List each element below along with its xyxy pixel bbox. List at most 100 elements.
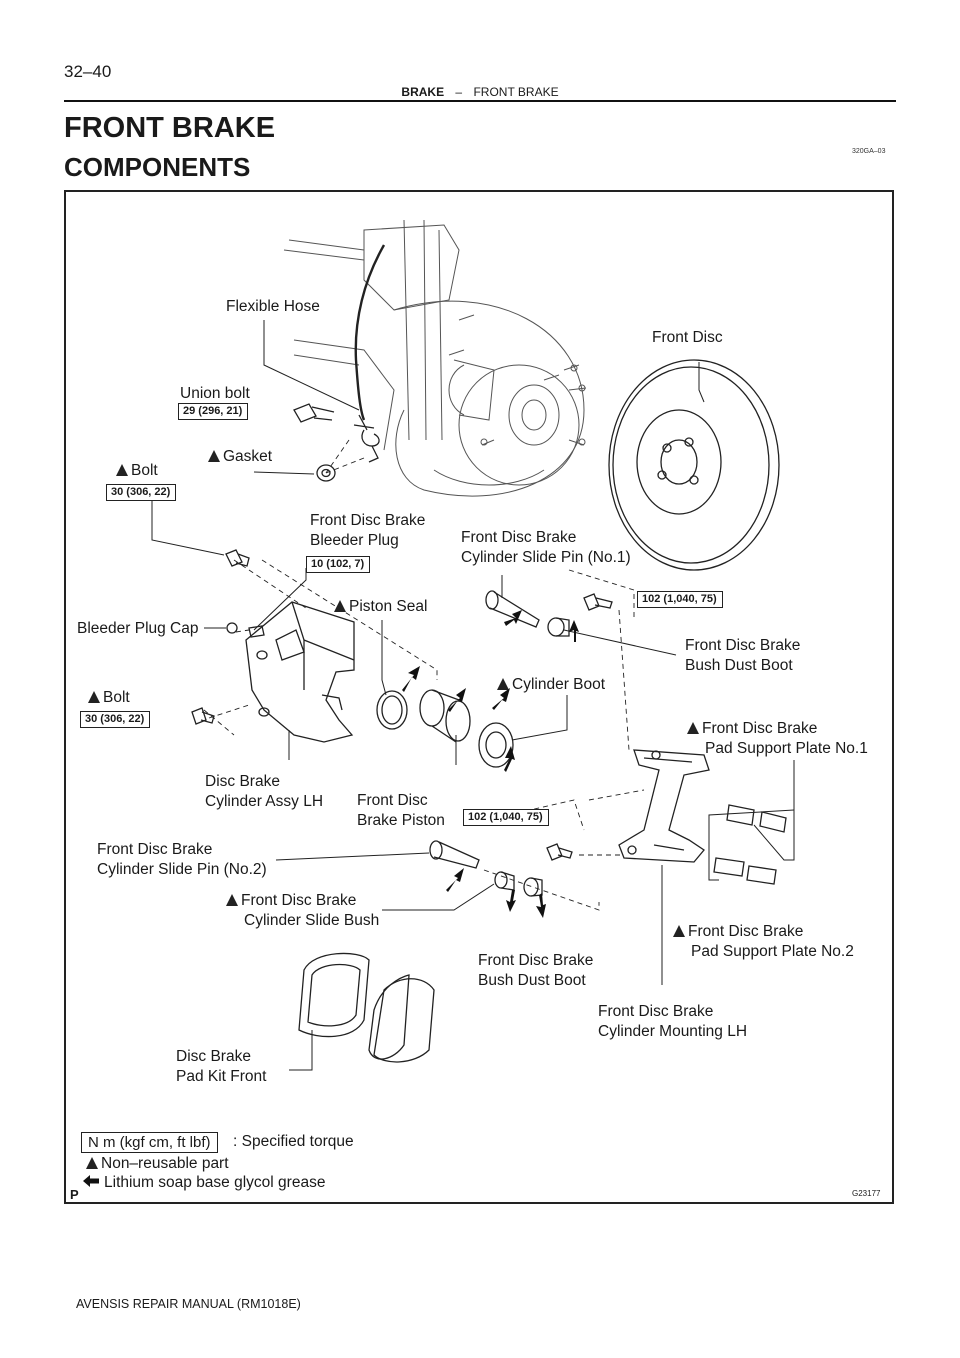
non-reusable-icon xyxy=(497,678,509,690)
label-cylinder-mounting-line1: Front Disc Brake xyxy=(598,1003,714,1020)
legend-non-reusable-text: Non–reusable part xyxy=(101,1155,229,1172)
label-piston-seal: Piston Seal xyxy=(334,597,427,617)
label-gasket-text: Gasket xyxy=(223,448,273,465)
label-slide-bush: Front Disc Brake Cylinder Slide Bush xyxy=(226,891,379,931)
non-reusable-icon xyxy=(116,464,128,476)
label-bleeder-plug: Front Disc Brake Bleeder Plug xyxy=(310,511,425,551)
flexible-hose-drawing xyxy=(354,244,386,421)
non-reusable-icon xyxy=(334,600,346,612)
knuckle-hub-drawing xyxy=(283,219,587,497)
label-pad-kit-line1: Disc Brake xyxy=(176,1048,251,1065)
torque-bolt-mid: 30 (306, 22) xyxy=(80,711,151,728)
label-bush-dust-boot-lower-line1: Front Disc Brake xyxy=(478,952,594,969)
grease-arrow-icon xyxy=(83,1175,99,1187)
label-slide-pin-2: Front Disc Brake Cylinder Slide Pin (No.… xyxy=(97,840,267,880)
torque-union-bolt: 29 (296, 21) xyxy=(178,403,249,420)
brake-pads-drawing xyxy=(298,952,435,1063)
label-cylinder-assy: Disc Brake Cylinder Assy LH xyxy=(205,772,323,812)
label-piston-line1: Front Disc xyxy=(357,792,428,809)
non-reusable-icon xyxy=(208,450,220,462)
non-reusable-icon xyxy=(673,925,685,937)
label-bush-dust-boot-upper: Front Disc Brake Bush Dust Boot xyxy=(685,636,800,676)
document-reference: 320GA–03 xyxy=(852,148,886,155)
label-piston-seal-text: Piston Seal xyxy=(349,598,428,615)
header-rule xyxy=(64,100,896,102)
label-slide-pin-1-line1: Front Disc Brake xyxy=(461,529,577,546)
label-bleeder-plug-cap: Bleeder Plug Cap xyxy=(77,620,199,637)
torque-bolt-top: 30 (306, 22) xyxy=(106,484,177,501)
torque-mounting-lower: 102 (1,040, 75) xyxy=(463,809,549,826)
label-bleeder-plug-line2: Bleeder Plug xyxy=(310,532,399,549)
label-gasket: Gasket xyxy=(208,447,272,467)
union-bolt-drawing xyxy=(293,403,335,423)
pad-support-plates-drawing xyxy=(713,804,787,885)
footer-manual-ref: AVENSIS REPAIR MANUAL (RM1018E) xyxy=(76,1297,301,1311)
label-slide-pin-1-line2: Cylinder Slide Pin (No.1) xyxy=(461,549,631,566)
bolt-top-drawing xyxy=(225,549,250,567)
label-pad-support-plate-1-line2: Pad Support Plate No.1 xyxy=(705,740,868,757)
label-cylinder-assy-line2: Cylinder Assy LH xyxy=(205,793,324,810)
piston-seal-drawing xyxy=(376,690,408,730)
label-pad-kit-line2: Pad Kit Front xyxy=(176,1068,267,1085)
label-cylinder-mounting: Front Disc Brake Cylinder Mounting LH xyxy=(598,1002,747,1042)
label-cylinder-boot: Cylinder Boot xyxy=(497,675,605,695)
section-title: COMPONENTS xyxy=(64,152,251,182)
non-reusable-icon xyxy=(226,894,238,906)
piston-drawing xyxy=(419,689,471,743)
non-reusable-icon xyxy=(86,1157,98,1169)
header-separator: – xyxy=(455,85,463,99)
label-front-disc: Front Disc xyxy=(652,329,723,346)
label-slide-pin-2-line1: Front Disc Brake xyxy=(97,841,213,858)
label-bolt-top: Bolt xyxy=(116,461,158,481)
gasket-drawing xyxy=(316,464,336,482)
label-union-bolt: Union bolt xyxy=(180,385,250,402)
label-pad-support-plate-2-line1: Front Disc Brake xyxy=(688,923,804,940)
bush-dust-boot-upper-drawing xyxy=(547,617,570,637)
figure-id: G23177 xyxy=(852,1189,881,1198)
legend-grease: Lithium soap base glycol grease xyxy=(82,1174,325,1192)
figure-mark: P xyxy=(70,1187,79,1202)
cylinder-boot-drawing xyxy=(478,722,514,768)
label-pad-support-plate-2: Front Disc Brake Pad Support Plate No.2 xyxy=(673,922,854,962)
cylinder-mounting-drawing xyxy=(618,749,710,863)
torque-mounting-upper: 102 (1,040, 75) xyxy=(637,591,723,608)
label-pad-support-plate-1: Front Disc Brake Pad Support Plate No.1 xyxy=(687,719,868,759)
torque-bleeder-plug: 10 (102, 7) xyxy=(306,556,371,573)
slide-pin-2-drawing xyxy=(429,840,480,869)
label-bush-dust-boot-upper-line1: Front Disc Brake xyxy=(685,637,801,654)
header-subsection: FRONT BRAKE xyxy=(473,85,559,99)
label-bush-dust-boot-lower-line2: Bush Dust Boot xyxy=(478,972,586,989)
label-bush-dust-boot-lower: Front Disc Brake Bush Dust Boot xyxy=(478,951,593,991)
label-pad-support-plate-2-line2: Pad Support Plate No.2 xyxy=(691,943,854,960)
label-slide-pin-1: Front Disc Brake Cylinder Slide Pin (No.… xyxy=(461,528,631,568)
caliper-drawing xyxy=(245,601,355,743)
label-bolt-mid-text: Bolt xyxy=(103,689,130,706)
front-disc-drawing xyxy=(608,359,780,571)
label-flexible-hose: Flexible Hose xyxy=(226,298,320,315)
label-bleeder-plug-line1: Front Disc Brake xyxy=(310,512,426,529)
grease-arrows xyxy=(402,610,579,918)
leader-lines xyxy=(151,320,795,1071)
label-bolt-top-text: Bolt xyxy=(131,462,158,479)
label-cylinder-boot-text: Cylinder Boot xyxy=(512,676,606,693)
legend-torque-unit: N m (kgf cm, ft lbf) xyxy=(81,1132,218,1153)
page-title: FRONT BRAKE xyxy=(64,112,276,144)
label-slide-bush-line2: Cylinder Slide Bush xyxy=(244,912,380,929)
label-bolt-mid: Bolt xyxy=(88,688,130,708)
non-reusable-icon xyxy=(687,722,699,734)
bleeder-cap-drawing xyxy=(226,622,238,634)
bush-dust-boot-lower-drawing xyxy=(523,877,543,897)
label-slide-pin-2-line2: Cylinder Slide Pin (No.2) xyxy=(97,861,267,878)
running-header: BRAKE – FRONT BRAKE xyxy=(0,85,960,99)
assembly-dashed-lines xyxy=(203,439,645,911)
label-piston-line2: Brake Piston xyxy=(357,812,445,829)
brake-components-illustration xyxy=(151,219,795,1071)
label-pad-support-plate-1-line1: Front Disc Brake xyxy=(702,720,818,737)
non-reusable-icon xyxy=(88,691,100,703)
legend-non-reusable: Non–reusable part xyxy=(86,1155,229,1173)
label-cylinder-mounting-line2: Cylinder Mounting LH xyxy=(598,1023,748,1040)
slide-pin-1-drawing xyxy=(485,590,540,628)
label-cylinder-assy-line1: Disc Brake xyxy=(205,773,280,790)
header-section: BRAKE xyxy=(401,85,445,99)
label-slide-bush-line1: Front Disc Brake xyxy=(241,892,357,909)
